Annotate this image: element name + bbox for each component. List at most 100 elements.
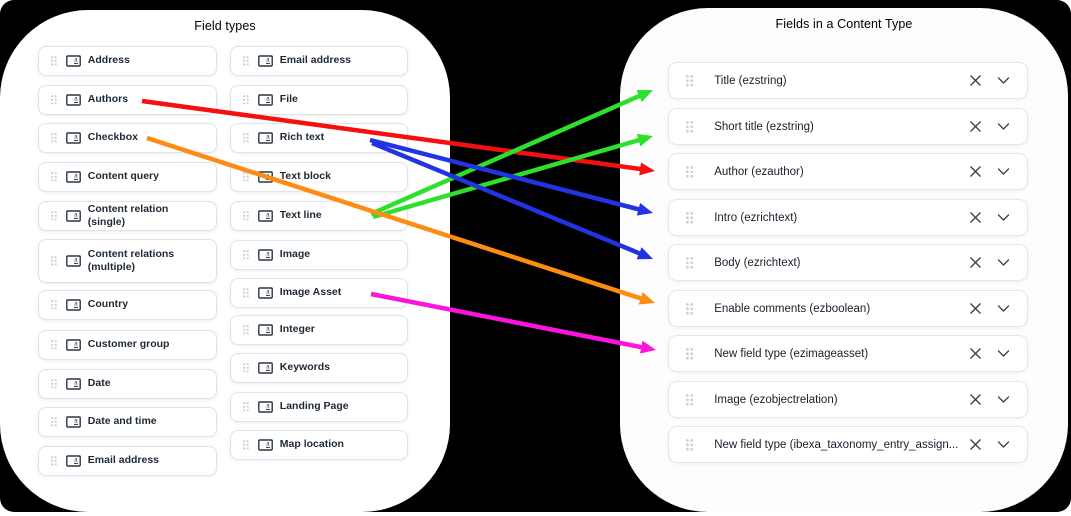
- collapse-field-button[interactable]: [993, 344, 1013, 364]
- field-type-icon: a: [65, 94, 81, 106]
- field-type-icon: a: [257, 439, 273, 451]
- collapse-field-button[interactable]: [993, 162, 1013, 182]
- drag-handle[interactable]: [685, 347, 694, 361]
- remove-field-button[interactable]: [965, 390, 985, 410]
- field-type-icon: a: [65, 255, 81, 267]
- collapse-field-button[interactable]: [993, 117, 1013, 137]
- content-field-row-enable-comments-ezboolean[interactable]: Enable comments (ezboolean): [668, 290, 1028, 327]
- remove-field-button[interactable]: [965, 344, 985, 364]
- content-field-row-body-ezrichtext[interactable]: Body (ezrichtext): [668, 244, 1028, 281]
- svg-text:a: a: [266, 135, 270, 141]
- field-type-icon: a: [65, 132, 81, 144]
- remove-field-button[interactable]: [965, 299, 985, 319]
- drag-handle[interactable]: [685, 256, 694, 270]
- drag-handle[interactable]: [685, 120, 694, 134]
- chevron-down-icon: [997, 396, 1009, 403]
- field-type-label: Customer group: [87, 338, 170, 351]
- field-type-label: Date: [87, 377, 111, 390]
- drag-handle[interactable]: [685, 302, 694, 316]
- drag-handle[interactable]: [685, 438, 694, 452]
- field-type-icon: a: [257, 324, 273, 336]
- remove-field-button[interactable]: [965, 162, 985, 182]
- field-type-icon: a: [65, 171, 81, 183]
- content-field-label: Body (ezrichtext): [714, 256, 801, 269]
- collapse-field-button[interactable]: [993, 208, 1013, 228]
- field-type-label: Content relation (single): [87, 202, 169, 228]
- drag-handle-icon: [243, 95, 249, 105]
- field-type-card-content-query[interactable]: a Content query: [38, 162, 217, 192]
- field-type-label: Address: [87, 54, 130, 67]
- collapse-field-button[interactable]: [993, 253, 1013, 273]
- drag-handle-icon: [243, 250, 249, 260]
- drag-handle-icon: [686, 74, 694, 87]
- collapse-field-button[interactable]: [993, 299, 1013, 319]
- content-field-row-title-ezstring[interactable]: Title (ezstring): [668, 62, 1028, 99]
- drag-handle-icon: [686, 393, 694, 406]
- drag-handle[interactable]: [685, 165, 694, 179]
- content-field-row-intro-ezrichtext[interactable]: Intro (ezrichtext): [668, 199, 1028, 236]
- field-type-label: Integer: [279, 323, 315, 336]
- chevron-down-icon: [997, 350, 1009, 357]
- collapse-field-button[interactable]: [993, 390, 1013, 410]
- field-type-label: Keywords: [279, 361, 330, 374]
- field-type-icon: a: [257, 287, 273, 299]
- drag-handle-icon: [51, 417, 57, 427]
- field-type-label: Date and time: [87, 415, 157, 428]
- field-type-icon: a: [65, 299, 81, 311]
- drag-handle-icon: [51, 340, 57, 350]
- remove-field-button[interactable]: [965, 435, 985, 455]
- remove-field-button[interactable]: [965, 208, 985, 228]
- collapse-field-button[interactable]: [993, 435, 1013, 455]
- field-type-icon: a: [65, 339, 81, 351]
- field-type-card-customer-group[interactable]: a Customer group: [38, 330, 217, 360]
- drag-handle[interactable]: [685, 393, 694, 407]
- content-field-row-new-field-type-ibexa-taxonomy-entry-assign[interactable]: New field type (ibexa_taxonomy_entry_ass…: [668, 426, 1028, 463]
- field-type-label: Content query: [87, 170, 159, 183]
- close-icon: [969, 348, 981, 359]
- field-type-card-image-asset[interactable]: a Image Asset: [230, 278, 408, 308]
- drag-handle-icon: [51, 133, 57, 143]
- collapse-field-button[interactable]: [993, 71, 1013, 91]
- content-field-row-new-field-type-ezimageasset[interactable]: New field type (ezimageasset): [668, 335, 1028, 372]
- field-type-icon: a: [257, 401, 273, 413]
- remove-field-button[interactable]: [965, 117, 985, 137]
- drag-handle[interactable]: [685, 211, 694, 225]
- field-type-icon: a: [257, 55, 273, 67]
- remove-field-button[interactable]: [965, 253, 985, 273]
- svg-text:a: a: [74, 381, 78, 387]
- chevron-down-icon: [997, 77, 1009, 84]
- drag-handle-icon: [686, 120, 694, 133]
- drag-handle[interactable]: [685, 74, 694, 88]
- field-type-label: Email address: [279, 54, 351, 67]
- field-type-card-email-address[interactable]: a Email address: [230, 46, 408, 76]
- svg-text:a: a: [74, 302, 78, 308]
- field-type-card-date[interactable]: a Date: [38, 369, 217, 399]
- remove-field-button[interactable]: [965, 71, 985, 91]
- field-type-label: Image Asset: [279, 286, 342, 299]
- svg-text:a: a: [74, 174, 78, 180]
- drag-handle-icon: [243, 133, 249, 143]
- content-field-row-image-ezobjectrelation[interactable]: Image (ezobjectrelation): [668, 381, 1028, 418]
- close-icon: [969, 394, 981, 405]
- content-field-row-short-title-ezstring[interactable]: Short title (ezstring): [668, 108, 1028, 145]
- field-type-card-integer[interactable]: a Integer: [230, 315, 408, 345]
- content-field-row-author-ezauthor[interactable]: Author (ezauthor): [668, 153, 1028, 190]
